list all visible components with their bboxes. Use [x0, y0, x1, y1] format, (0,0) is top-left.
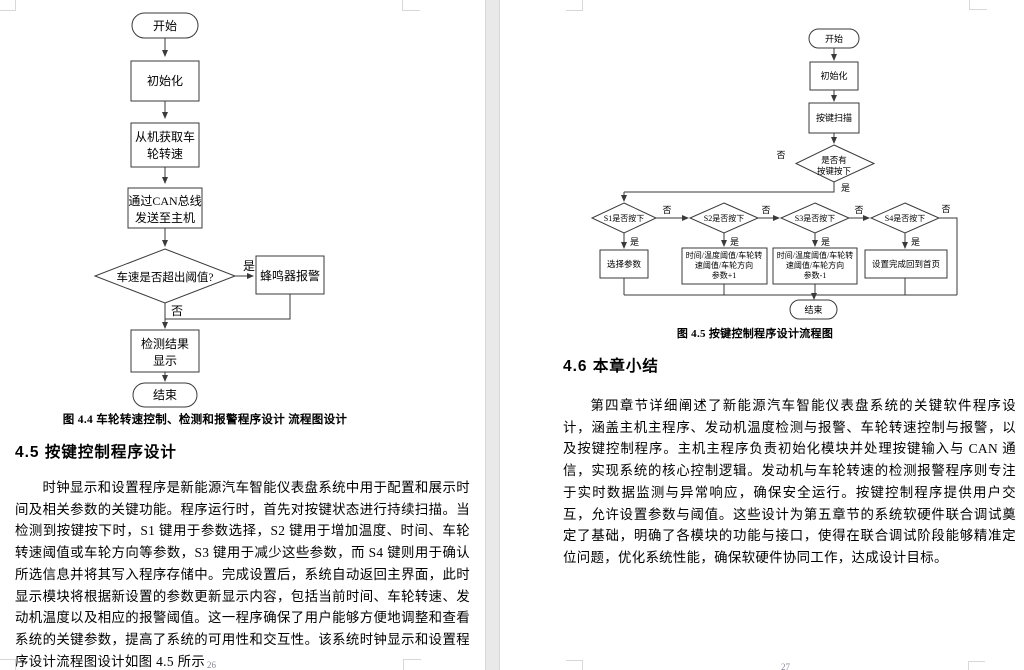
node-start-label: 开始 [825, 33, 843, 44]
node-s3-action [772, 247, 858, 285]
node-s3-label: S3是否按下 [795, 213, 835, 223]
label-anykey-no: 否 [776, 150, 785, 160]
flowchart-4-4: 开始 初始化 从机获取车 轮转速 通过CAN总线 发送至主机 车速是否超出阈值?… [93, 12, 325, 408]
page-number-right: 27 [781, 662, 790, 670]
node-start-label: 开始 [153, 19, 177, 33]
node-keyscan-label: 按键扫描 [816, 112, 852, 123]
section-heading-4-5: 4.5 按键控制程序设计 [15, 444, 177, 461]
node-s2-label: S2是否按下 [704, 213, 744, 223]
node-init-label: 初始化 [147, 74, 183, 88]
label-s4-yes: 是 [911, 237, 920, 247]
node-s1-action-label: 选择参数 [607, 259, 642, 269]
cropmark-right-bottom-right [968, 661, 985, 670]
node-can-send-l2: 发送至主机 [135, 210, 195, 225]
cropmark-right-top-left [566, 0, 583, 11]
label-s3-yes: 是 [821, 237, 830, 247]
node-anykey-l1: 是否有 [821, 155, 847, 165]
node-end [789, 299, 838, 320]
page-number-left: 26 [207, 660, 216, 670]
cropmark-left-top-left [0, 0, 16, 11]
figure-4-5-caption: 图 4.5 按键控制程序设计流程图 [676, 328, 834, 340]
edge-yes-branch [624, 182, 835, 193]
figure-4-4-caption: 图 4.4 车轮转速控制、检测和报警程序设计 流程图设计 [62, 414, 348, 426]
node-s3-action-l2: 速阈值/车轮方向 [786, 260, 844, 270]
section-4-5-paragraph: 时钟显示和设置程序是新能源汽车智能仪表盘系统中用于配置和展示时间及相关参数的关键… [15, 480, 470, 669]
cropmark-right-top-right [969, 0, 987, 10]
section-4-6-paragraph: 第四章节详细阐述了新能源汽车智能仪表盘系统的关键软件程序设计，涵盖主机主程序、发… [563, 398, 1016, 565]
node-s2-decision [688, 202, 760, 234]
label-s4-no: 否 [941, 204, 950, 214]
label-yes: 是 [243, 259, 255, 273]
section-heading-4-6: 4.6 本章小结 [563, 358, 659, 375]
node-get-speed-l2: 轮转速 [147, 146, 183, 161]
cropmark-left-top-right [402, 0, 420, 11]
cropmark-right-bottom-left [566, 660, 583, 670]
node-s1-label: S1是否按下 [604, 213, 644, 223]
edge-s4-no [939, 217, 958, 295]
node-s4-decision [869, 202, 941, 234]
node-init [809, 61, 859, 91]
page-divider [485, 0, 500, 670]
label-s1-no: 否 [662, 205, 671, 215]
node-s4-action-label: 设置完成回到首页 [872, 259, 940, 269]
node-s2-action-l1: 时间/温度阈值/车轮转 [686, 250, 762, 260]
node-s2-action [681, 247, 768, 285]
label-s1-yes: 是 [630, 237, 639, 247]
node-anykey-decision [794, 144, 876, 183]
node-buzzer-label: 蜂鸣器报警 [260, 268, 320, 283]
node-s3-action-l1: 时间/温度阈值/车轮转 [777, 250, 853, 260]
node-get-speed [130, 122, 200, 168]
node-s3-decision [779, 202, 851, 234]
node-result-l1: 检测结果 [141, 336, 189, 351]
node-can-send-l1: 通过CAN总线 [128, 194, 201, 208]
node-init-label: 初始化 [820, 70, 847, 81]
node-s3-action-l3: 参数-1 [804, 270, 827, 280]
flowchart-4-5: 开始 初始化 按键扫描 是否有 按键按下 否 是 S1是否按下 S2是否按下 S… [590, 28, 958, 320]
cropmark-left-bottom-left [0, 659, 16, 670]
page-right: 开始 初始化 按键扫描 是否有 按键按下 否 是 S1是否按下 S2是否按下 S… [500, 0, 1024, 670]
node-can-send [127, 187, 203, 229]
node-s1-decision [590, 202, 658, 234]
node-end [132, 382, 198, 408]
label-s2-no: 否 [761, 205, 770, 215]
page-left: 开始 初始化 从机获取车 轮转速 通过CAN总线 发送至主机 车速是否超出阈值?… [0, 0, 485, 670]
edge-buzzer-merge [165, 294, 291, 320]
node-threshold-decision-label: 车速是否超出阈值? [116, 270, 213, 284]
node-get-speed-l1: 从机获取车 [135, 129, 195, 144]
node-s1-action [599, 249, 649, 279]
label-anykey-yes: 是 [841, 183, 850, 193]
node-result-l2: 显示 [153, 354, 177, 368]
node-end-label: 结束 [153, 388, 177, 402]
node-s2-action-l3: 参数+1 [712, 270, 737, 280]
node-s4-label: S4是否按下 [885, 213, 925, 223]
node-result [130, 329, 200, 373]
node-start [808, 28, 860, 49]
node-anykey-l2: 按键按下 [817, 166, 852, 176]
label-s2-yes: 是 [730, 237, 739, 247]
node-init [130, 60, 200, 102]
node-end-label: 结束 [804, 304, 822, 315]
cropmark-left-bottom-right [403, 659, 421, 670]
node-s4-action [864, 249, 948, 279]
node-threshold-decision [93, 248, 237, 304]
node-keyscan [808, 102, 860, 134]
label-no: 否 [171, 304, 183, 318]
node-buzzer [255, 255, 325, 295]
node-s2-action-l2: 速阈值/车轮方向 [695, 260, 753, 270]
label-s3-no: 否 [854, 205, 863, 215]
node-start [131, 12, 199, 39]
